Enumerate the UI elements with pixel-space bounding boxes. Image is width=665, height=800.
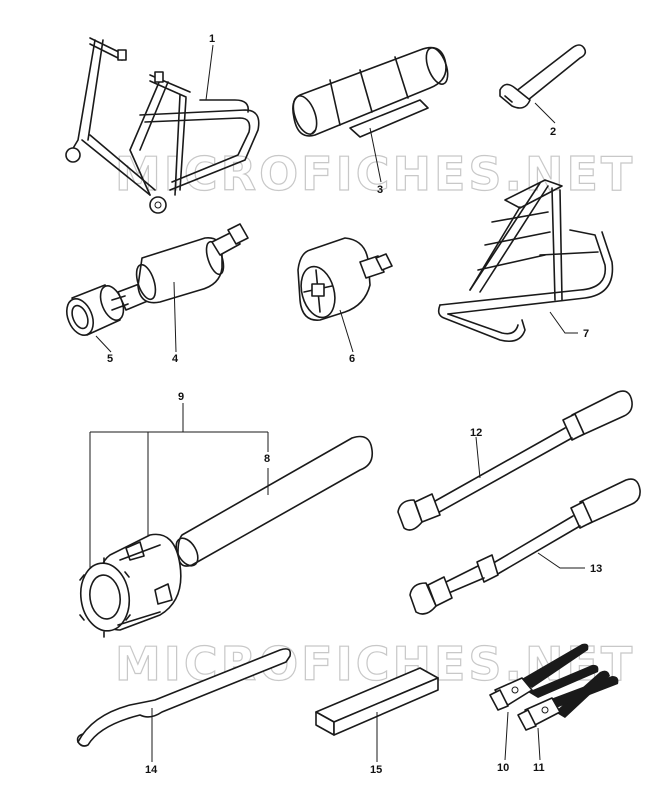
callout-12: 12: [470, 427, 482, 439]
part-6-cross-head-tool: [297, 237, 393, 321]
watermark-top: MICROFICHES.NET: [115, 147, 635, 201]
leader-12: [475, 436, 481, 479]
part-10-11-pliers: [489, 643, 619, 731]
part-5-socket: [65, 284, 125, 336]
callout-11: 11: [533, 762, 545, 774]
part-15-block: [315, 667, 439, 736]
leader-3: [369, 127, 382, 183]
leader-7: [549, 311, 578, 334]
callout-13: 13: [590, 563, 602, 575]
part-3-tube-sleeve: [292, 46, 449, 138]
leader-13: [537, 552, 585, 569]
callout-4: 4: [172, 353, 179, 365]
leader-2: [534, 102, 556, 124]
leader-10: [504, 711, 509, 761]
callout-10: 10: [497, 762, 509, 774]
part-12-drift-bar: [397, 390, 633, 531]
callout-14: 14: [145, 764, 158, 776]
callout-7: 7: [583, 328, 589, 340]
part-8-rod: [175, 435, 374, 567]
leader-6: [339, 309, 354, 353]
part-7-front-stand: [437, 179, 614, 343]
part-4-puller: [111, 223, 249, 311]
leader-5: [95, 335, 112, 353]
callout-5: 5: [107, 353, 113, 365]
callout-1: 1: [209, 33, 215, 45]
leader-1: [205, 44, 214, 101]
callout-8: 8: [264, 453, 270, 465]
part-2-pin-wrench: [499, 44, 587, 109]
callout-2: 2: [550, 126, 556, 138]
leader-9-group: [89, 403, 269, 575]
part-14-hook-spanner: [76, 648, 292, 747]
callout-6: 6: [349, 353, 355, 365]
part-1-paddock-stand: [65, 37, 260, 214]
callout-3: 3: [377, 184, 383, 196]
leader-11: [537, 727, 541, 761]
part-9-hub-tool: [79, 533, 182, 638]
callout-9: 9: [178, 391, 184, 403]
leader-4: [173, 281, 177, 353]
callout-15: 15: [370, 764, 382, 776]
part-13-drift-bar: [409, 478, 641, 615]
